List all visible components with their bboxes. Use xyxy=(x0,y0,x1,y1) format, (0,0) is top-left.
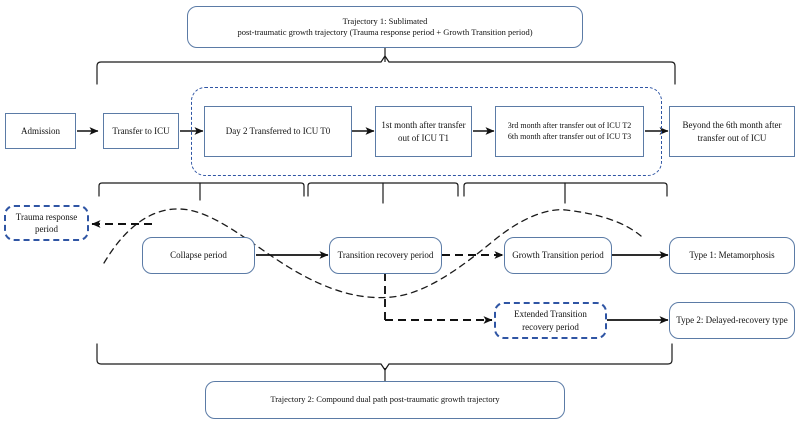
box-trauma-response-period: Trauma response period xyxy=(4,205,89,241)
box-transfer-to-icu: Transfer to ICU xyxy=(103,113,179,149)
box-transition-recovery-period: Transition recovery period xyxy=(329,237,442,274)
t0-label: Day 2 Transferred to ICU T0 xyxy=(225,126,331,137)
type-2-label: Type 2: Delayed-recovery type xyxy=(676,315,788,326)
box-beyond-6th-month: Beyond the 6th month after transfer out … xyxy=(669,106,795,157)
bottom-bracket xyxy=(96,343,673,382)
top-bracket xyxy=(96,54,676,85)
extended-line1: Extended Transition xyxy=(514,309,587,320)
middle-brackets xyxy=(98,182,668,204)
box-type-1-metamorphosis: Type 1: Metamorphosis xyxy=(669,237,795,274)
transfer-to-icu-label: Transfer to ICU xyxy=(112,125,170,136)
beyond-line2: transfer out of ICU xyxy=(697,132,767,143)
t1-line1: 1st month after transfer xyxy=(381,120,466,131)
t3-label: 6th month after transfer out of ICU T3 xyxy=(507,131,632,141)
extended-line2: recovery period xyxy=(522,321,579,332)
box-type-2-delayed-recovery: Type 2: Delayed-recovery type xyxy=(669,302,795,339)
trajectory-1-box: Trajectory 1: Sublimated post-traumatic … xyxy=(187,6,583,48)
type-1-label: Type 1: Metamorphosis xyxy=(689,250,775,261)
arrow-transition-to-extended xyxy=(384,273,493,324)
box-day2-transferred-t0: Day 2 Transferred to ICU T0 xyxy=(204,106,352,157)
box-admission: Admission xyxy=(5,113,76,149)
collapse-period-label: Collapse period xyxy=(170,250,227,261)
trauma-response-line2: period xyxy=(35,224,58,234)
box-3rd-6th-month-t2-t3: 3rd month after transfer out of ICU T2 6… xyxy=(495,106,644,157)
beyond-line1: Beyond the 6th month after xyxy=(682,120,782,131)
box-1st-month-t1: 1st month after transfer out of ICU T1 xyxy=(375,106,472,157)
growth-transition-label: Growth Transition period xyxy=(512,250,604,261)
box-growth-transition-period: Growth Transition period xyxy=(504,237,612,274)
t2-label: 3rd month after transfer out of ICU T2 xyxy=(507,120,632,130)
trajectory-2-box: Trajectory 2: Compound dual path post-tr… xyxy=(205,381,565,419)
t1-line2: out of ICU T1 xyxy=(397,132,450,143)
box-extended-transition-recovery-period: Extended Transition recovery period xyxy=(494,302,607,339)
bracket-middle xyxy=(307,182,459,197)
bracket-trauma-response xyxy=(98,182,305,197)
trauma-response-line1: Trauma response xyxy=(15,211,78,222)
bracket-growth-transition xyxy=(463,182,668,197)
box-collapse-period: Collapse period xyxy=(142,237,255,274)
admission-label: Admission xyxy=(20,125,60,136)
transition-recovery-label: Transition recovery period xyxy=(337,250,434,261)
trajectory-2-label: Trajectory 2: Compound dual path post-tr… xyxy=(270,394,500,405)
trajectory-1-line2: post-traumatic growth trajectory (Trauma… xyxy=(237,27,533,37)
trajectory-1-line1: Trajectory 1: Sublimated xyxy=(342,15,428,26)
icu-followup-dashed-container xyxy=(191,87,662,176)
